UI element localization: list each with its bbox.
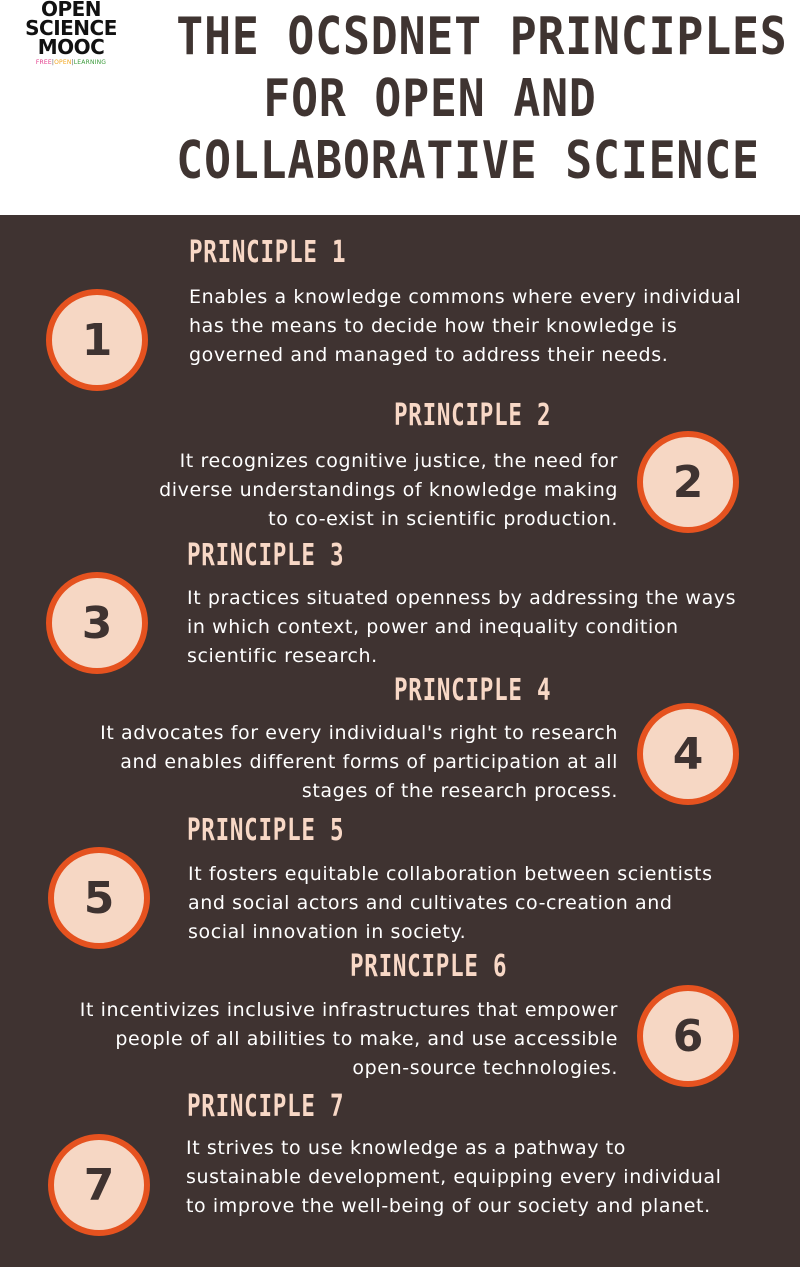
logo-tag-free: FREE xyxy=(35,59,52,66)
principle-5-number-badge: 5 xyxy=(48,847,150,949)
logo-line-science: SCIENCE xyxy=(25,16,117,40)
title-line-3: COLLABORATIVE SCIENCE xyxy=(176,131,760,191)
principle-4-text: It advocates for every individual's righ… xyxy=(100,722,618,802)
principle-5-text: It fosters equitable collaboration betwe… xyxy=(188,863,713,943)
page-title: THE OCSDNET PRINCIPLES FOR OPEN AND COLL… xyxy=(176,6,788,192)
logo-line-open: OPEN xyxy=(40,0,102,21)
principle-1-number-badge: 1 xyxy=(46,289,148,391)
open-science-mooc-logo: OPEN SCIENCE MOOC FREE|OPEN|LEARNING xyxy=(10,0,132,78)
principle-3-text: It practices situated openness by addres… xyxy=(187,587,737,667)
principle-5-heading: PRINCIPLE 5 xyxy=(187,813,345,848)
principle-1-heading: PRINCIPLE 1 xyxy=(189,235,347,270)
principle-3-number-badge: 3 xyxy=(46,572,148,674)
principle-7-heading: PRINCIPLE 7 xyxy=(187,1089,345,1124)
principle-3-heading: PRINCIPLE 3 xyxy=(187,538,345,573)
principle-2-text: It recognizes cognitive justice, the nee… xyxy=(159,450,618,530)
principle-6-number-badge: 6 xyxy=(637,985,739,1087)
principle-7-text: It strives to use knowledge as a pathway… xyxy=(186,1137,722,1217)
principle-4-number-badge: 4 xyxy=(637,703,739,805)
principle-4-heading: PRINCIPLE 4 xyxy=(394,673,552,708)
principle-1-text: Enables a knowledge commons where every … xyxy=(189,286,742,366)
logo-tag-open: OPEN xyxy=(54,59,72,66)
header: OPEN SCIENCE MOOC FREE|OPEN|LEARNING THE… xyxy=(0,0,800,215)
principle-6-heading: PRINCIPLE 6 xyxy=(350,949,508,984)
logo-tagline: FREE|OPEN|LEARNING xyxy=(35,59,107,66)
title-line-1: THE OCSDNET PRINCIPLES xyxy=(176,7,788,67)
principle-2-heading: PRINCIPLE 2 xyxy=(394,398,552,433)
title-line-2: FOR OPEN AND xyxy=(263,69,597,129)
principle-2-number-badge: 2 xyxy=(637,431,739,533)
logo-tag-learning: LEARNING xyxy=(73,59,107,66)
principle-6-text: It incentivizes inclusive infrastructure… xyxy=(79,999,618,1079)
principle-7-number-badge: 7 xyxy=(48,1134,150,1236)
logo-line-mooc: MOOC xyxy=(37,35,105,59)
